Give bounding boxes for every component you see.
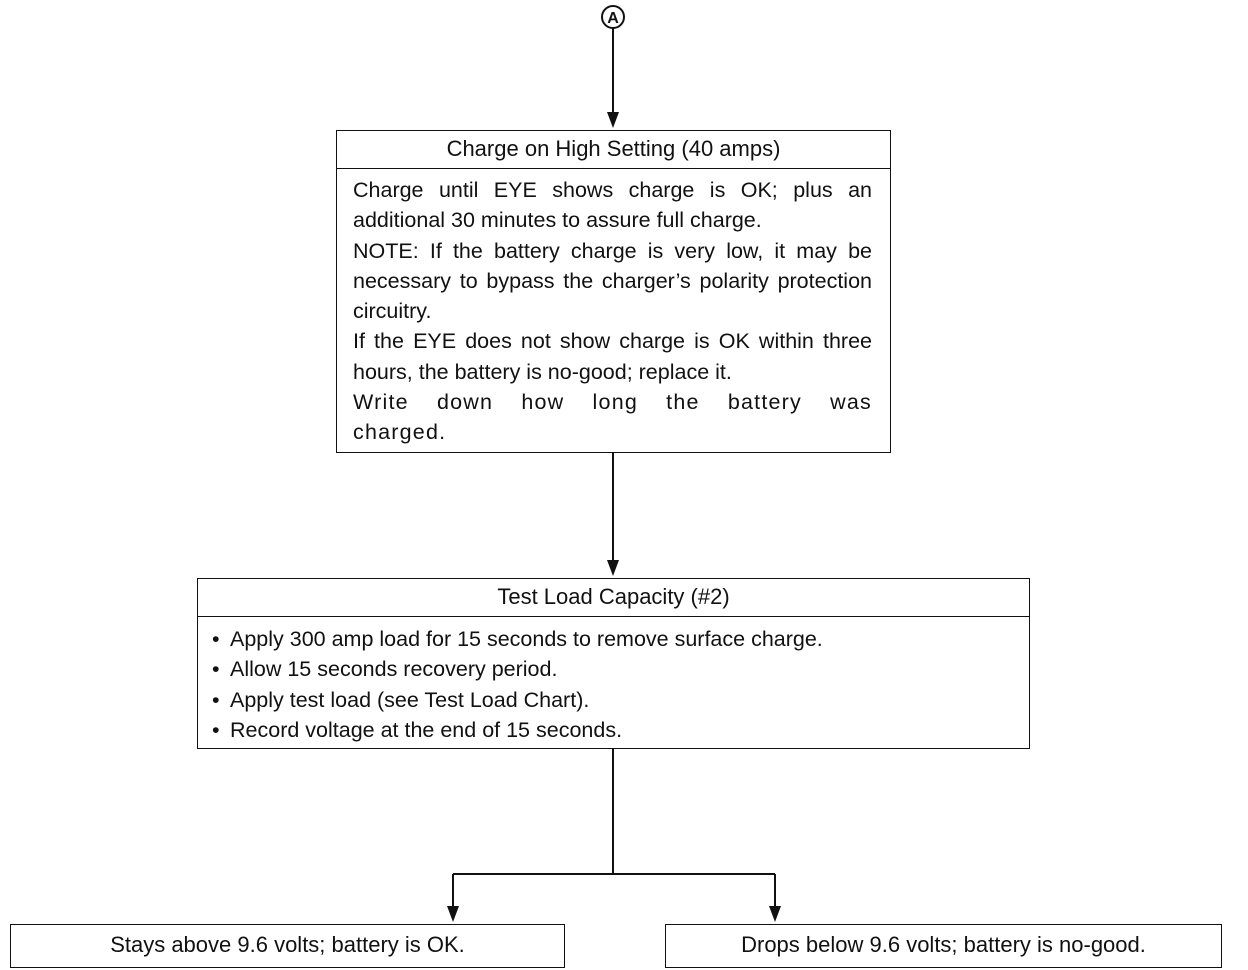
charge-record-instruction: Write down how long the battery was char… xyxy=(353,390,872,445)
bullet-icon: • xyxy=(212,717,220,742)
result-battery-ok-box: Stays above 9.6 volts; battery is OK. xyxy=(10,924,565,968)
arrow-connector-to-charge xyxy=(607,28,619,128)
result-battery-nogood-box: Drops below 9.6 volts; battery is no-goo… xyxy=(665,924,1222,968)
load-test-box: Test Load Capacity (#2) • Apply 300 amp l… xyxy=(197,578,1030,749)
list-item: • Apply test load (see Test Load Chart). xyxy=(212,685,1019,715)
charge-step-title: Charge on High Setting (40 amps) xyxy=(337,131,890,169)
arrow-load-to-results xyxy=(447,749,781,922)
load-step-text: Apply 300 amp load for 15 seconds to rem… xyxy=(230,627,823,651)
connector-a-label: A xyxy=(607,10,619,27)
load-test-body: • Apply 300 amp load for 15 seconds to re… xyxy=(198,617,1029,745)
list-item: • Allow 15 seconds recovery period. xyxy=(212,654,1019,684)
bullet-icon: • xyxy=(212,687,220,712)
charge-failure-condition: If the EYE does not show charge is OK wi… xyxy=(353,329,872,384)
charge-step-box: Charge on High Setting (40 amps) Charge … xyxy=(336,130,891,453)
load-step-text: Record voltage at the end of 15 seconds. xyxy=(230,717,623,742)
charge-note: NOTE: If the battery charge is very low,… xyxy=(353,238,872,324)
list-item: • Record voltage at the end of 15 seconds… xyxy=(212,715,1019,745)
load-step-text: Apply test load (see Test Load Chart). xyxy=(230,687,590,712)
bullet-icon: • xyxy=(212,657,220,682)
load-step-text: Allow 15 seconds recovery period. xyxy=(230,657,558,682)
load-test-steps: • Apply 300 amp load for 15 seconds to re… xyxy=(212,624,1019,745)
arrow-charge-to-load xyxy=(607,453,619,576)
load-test-title: Test Load Capacity (#2) xyxy=(198,579,1029,617)
list-item: • Apply 300 amp load for 15 seconds to re… xyxy=(212,624,1019,654)
charge-step-body: Charge until EYE shows charge is OK; plu… xyxy=(337,169,890,448)
bullet-icon: • xyxy=(212,627,220,651)
charge-instruction: Charge until EYE shows charge is OK; plu… xyxy=(353,178,872,233)
connector-a: A xyxy=(601,5,625,29)
